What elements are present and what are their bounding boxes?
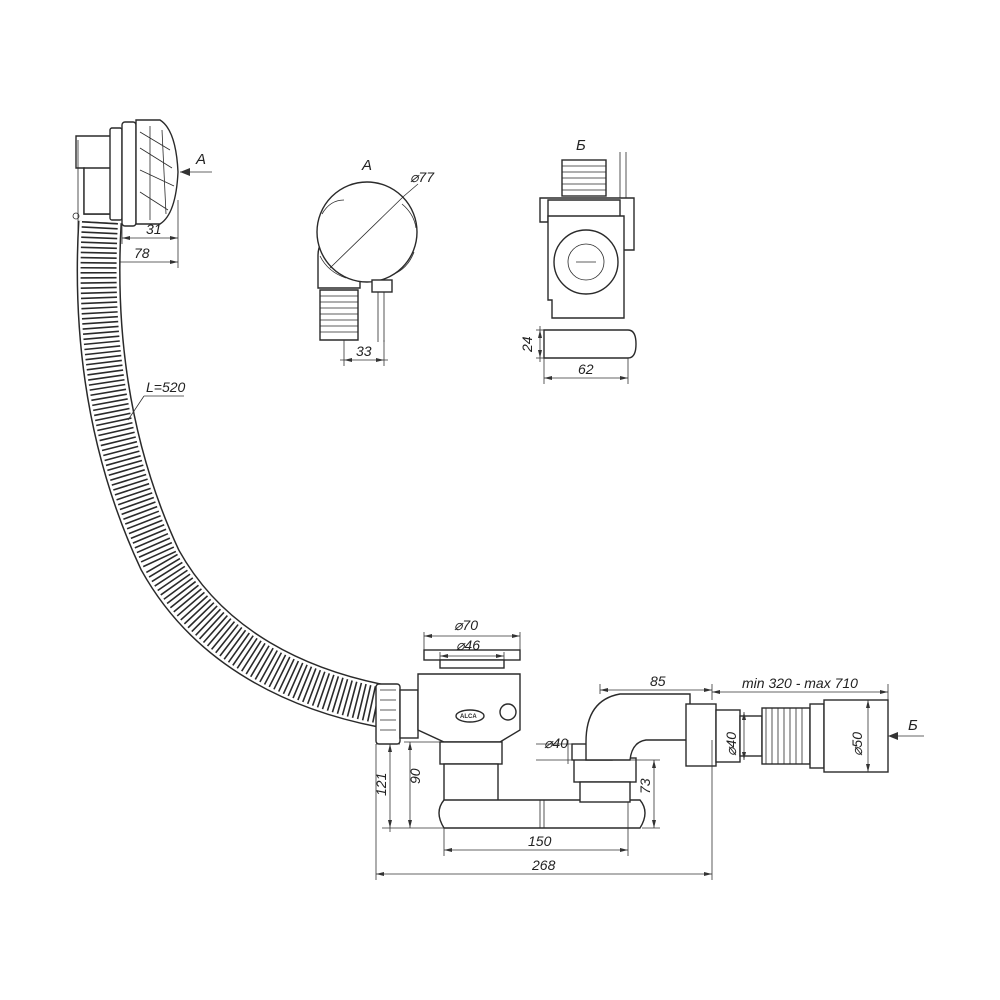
dimension-31: 31 [121, 200, 179, 268]
dim-50-label: ⌀50 [849, 732, 865, 756]
corrugated-hose [76, 220, 387, 728]
view-a-title: А [361, 157, 372, 174]
view-a: А ⌀77 33 [316, 157, 435, 366]
dim-73-label: 73 [637, 778, 653, 794]
dimension-268: 268 [375, 740, 713, 880]
dim-268-label: 268 [531, 857, 556, 873]
view-label-a: А [195, 151, 206, 168]
dim-46-label: ⌀46 [456, 637, 480, 653]
dimension-outlet-40: ⌀40 [723, 712, 746, 760]
brand-logo: ALCA [460, 714, 477, 720]
dimension-pipe-40: ⌀40 [536, 735, 572, 764]
dimension-90: 90 [404, 741, 440, 828]
overflow-arrow-a: А [180, 151, 212, 176]
dim-70-label: ⌀70 [454, 617, 478, 633]
dim-62-label: 62 [578, 361, 594, 377]
dim-33-label: 33 [356, 343, 372, 359]
dimension-46: ⌀46 [439, 637, 505, 660]
dim-pipe-40-label: ⌀40 [544, 735, 568, 751]
dim-extension-label: min 320 - max 710 [742, 675, 858, 691]
dimension-50: ⌀50 [849, 700, 870, 772]
dim-24-label: 24 [519, 336, 535, 353]
view-b-title: Б [576, 137, 586, 154]
dim-90-label: 90 [407, 768, 423, 784]
dim-78-label: 78 [134, 245, 150, 261]
dimension-73: 73 [630, 759, 660, 829]
dim-150-label: 150 [528, 833, 552, 849]
view-label-b: Б [908, 717, 918, 734]
dim-outlet-40-label: ⌀40 [723, 732, 739, 756]
outlet-arrow-b: Б [888, 717, 924, 740]
dim-77-label: ⌀77 [410, 169, 435, 185]
dim-121-label: 121 [373, 773, 389, 796]
dimension-121: 121 [373, 743, 444, 832]
dim-85-label: 85 [650, 673, 666, 689]
dimension-150: 150 [443, 802, 629, 856]
hose-length-label: L=520 [146, 379, 186, 395]
overflow-head [72, 119, 179, 227]
dimension-extension: min 320 - max 710 [712, 675, 889, 700]
main-drain-body: ALCA [375, 649, 889, 829]
hose-length: L=520 [127, 379, 186, 421]
dimension-70: ⌀70 [423, 617, 521, 650]
dim-31-label: 31 [146, 221, 162, 237]
view-b: Б 24 62 [519, 137, 637, 384]
